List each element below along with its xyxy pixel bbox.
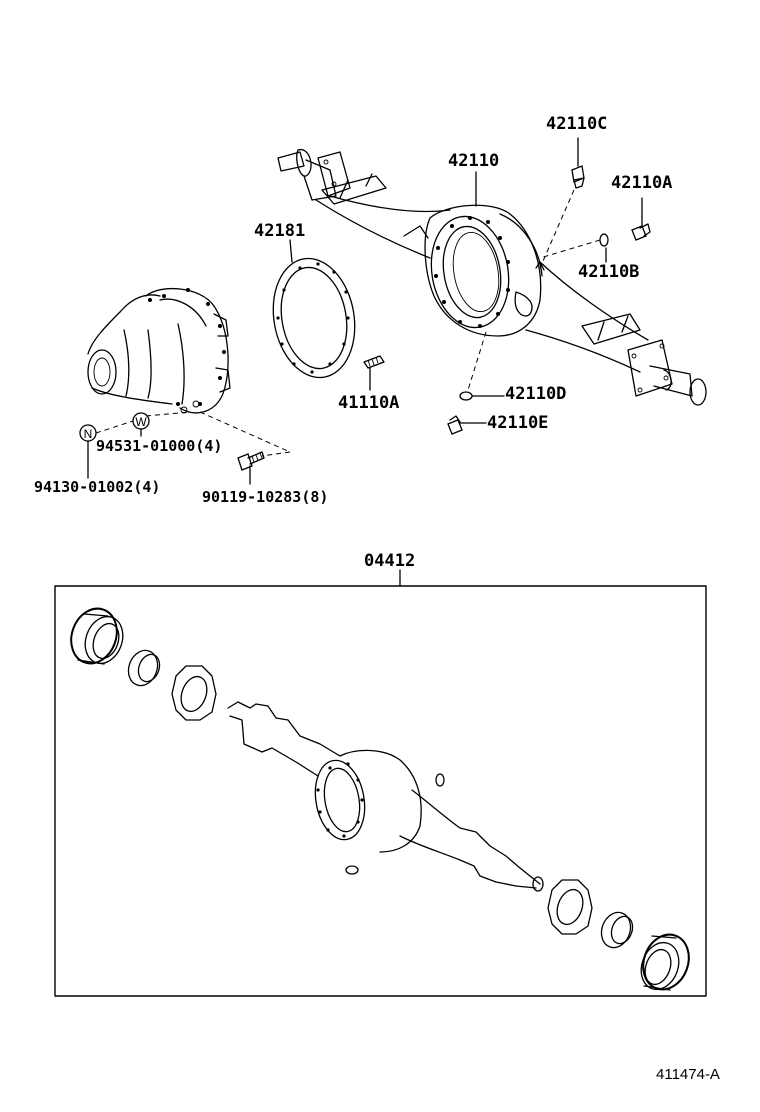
label-42110c: 42110C	[546, 114, 607, 134]
label-42110d: 42110D	[505, 384, 566, 404]
label-04412: 04412	[364, 551, 415, 571]
label-94130: 94130-01002(4)	[34, 478, 160, 496]
label-42110a-top: 42110A	[611, 173, 672, 193]
label-42110b: 42110B	[578, 262, 639, 282]
kit-box-04412	[54, 569, 707, 997]
marker-n: N	[79, 424, 97, 442]
marker-w: W	[132, 412, 150, 430]
marker-w-label: W	[135, 415, 147, 429]
plug-42110c	[571, 165, 585, 189]
washer-42110b	[599, 233, 609, 247]
label-41110a: 41110A	[338, 393, 399, 413]
bolt-90119	[237, 451, 265, 471]
leader-lines	[87, 137, 643, 485]
plug-42110e	[447, 415, 463, 435]
plug-42110a	[631, 223, 651, 241]
label-90119: 90119-10283(8)	[202, 488, 328, 506]
differential-carrier	[87, 287, 231, 414]
label-42110e: 42110E	[487, 413, 548, 433]
stud-41110a	[363, 355, 385, 369]
gasket-42181	[272, 257, 356, 379]
label-94531: 94531-01000(4)	[96, 437, 222, 455]
axle-housing	[277, 149, 707, 406]
label-42181: 42181	[254, 221, 305, 241]
marker-n-label: N	[84, 427, 93, 441]
washer-42110d	[459, 391, 473, 401]
label-42110: 42110	[448, 151, 499, 171]
figure-number: 411474-A	[656, 1066, 720, 1083]
